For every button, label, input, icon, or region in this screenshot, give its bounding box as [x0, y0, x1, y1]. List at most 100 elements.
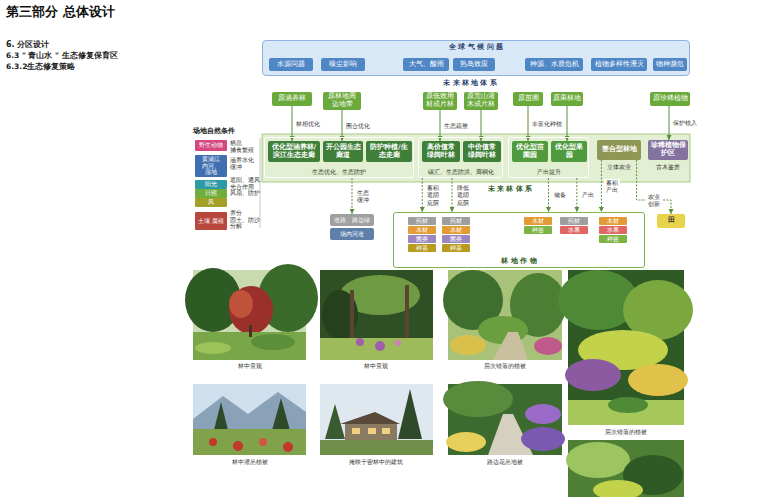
connector: [669, 106, 670, 140]
node-text: 道路、路边绿: [334, 216, 370, 223]
photo-part: [233, 441, 243, 451]
photo-part: [356, 338, 364, 346]
node-text: 药材: [416, 218, 428, 225]
site-condition-box: 黄浦江 内河、湿地: [195, 155, 227, 177]
node-text: 野生动物: [199, 142, 223, 149]
former-forest-box: 原果林地: [551, 92, 583, 106]
forest-type-box: 防护种植/生态走廊: [366, 141, 412, 162]
photo-part: [443, 381, 513, 417]
node-text: 菌类: [450, 236, 462, 243]
node-text: 原果林地: [553, 95, 581, 103]
photo-part: [209, 438, 217, 446]
node-text: 中价值常绿阔叶林: [465, 144, 499, 160]
section-heading: 6. 分区设计: [6, 40, 49, 50]
photo-caption: 林中景观: [364, 362, 388, 369]
crop-tag: 木材: [524, 217, 552, 225]
crop-tag: 菌类: [408, 235, 436, 243]
node-text: 优化型苗圃园: [514, 144, 546, 160]
connector-label: 储备: [552, 191, 568, 198]
node-text: 种基: [416, 245, 428, 252]
node-text: 田: [668, 217, 675, 225]
integrated-forest-box: 整合型林地: [597, 140, 641, 160]
photo-part: [608, 397, 648, 413]
problem-box: 噪尘影响: [321, 58, 365, 71]
crop-tag: 水果: [560, 226, 588, 234]
site-condition-box: 土壤 腐殖: [195, 212, 227, 230]
crop-tag: 种基: [408, 244, 436, 252]
photo-part: [350, 290, 354, 345]
forest-type-box: 优化型涵养林/滨江生态走廊: [268, 141, 320, 162]
photo-part: [259, 438, 267, 446]
annotation: 涵养水化 缓冲: [230, 157, 260, 170]
connector-label: 降低 遮阴 庇荫: [455, 184, 471, 206]
section-heading: 6.3.2生态修复策略: [6, 62, 75, 71]
former-forest-box: 原苗圃: [513, 92, 543, 106]
node-text: 原涵养林: [278, 95, 306, 103]
node-text: 原荒山灌木成片林: [466, 93, 496, 109]
problem-box: 大气、酸雨: [403, 58, 449, 71]
connector: [567, 106, 568, 141]
photo-part: [534, 337, 562, 355]
node-text: 物种濒危: [656, 61, 684, 69]
page-title: 第三部分 总体设计: [6, 4, 115, 20]
photo: [320, 384, 433, 455]
problem-panel: 全 球 气 候 问 题水源问题噪尘影响大气、酸雨热岛效应种源、水质危机植物多样性…: [262, 40, 690, 76]
annotation: 未 来 林 体 系: [488, 185, 533, 193]
annotation: 遮阳、通风 光合作用 风扇、防护: [230, 177, 260, 197]
node-text: 木材: [416, 227, 428, 234]
node-text: 林 地 作 物: [501, 257, 536, 265]
node-text: 菌类: [416, 236, 428, 243]
photo-caption: 层次错落的植被: [605, 428, 647, 435]
crop-tag: 菌类: [442, 235, 470, 243]
photo-part: [525, 404, 561, 424]
crop-tag: 种苗: [599, 235, 627, 243]
photo-part: [628, 364, 688, 396]
node-text: 药材: [450, 218, 462, 225]
connector-label: 保护植入: [672, 119, 698, 126]
site-condition-box: 阳光: [195, 180, 227, 189]
forest-type-box: 开公园生态廊道: [323, 141, 363, 162]
photo-part: [566, 442, 630, 478]
crop-tag: 木材: [408, 226, 436, 234]
photo: [193, 384, 306, 455]
connector: [548, 178, 549, 212]
photo-part: [193, 429, 306, 455]
connector-label: 丰富化种植: [531, 120, 563, 127]
node-text: 全 球 气 候 问 题: [449, 43, 503, 51]
node-text: 高价值常绿阔叶林: [424, 144, 458, 160]
node-text: 阳光: [205, 181, 217, 188]
photo-caption: 林中景观: [238, 362, 262, 369]
photo-part: [193, 392, 306, 429]
node-text: 大气、酸雨: [409, 61, 444, 69]
annotation: 未 来 林 地 体 系: [443, 80, 496, 88]
annotation: 养分 固土、防沙 分解: [230, 210, 260, 230]
former-forest-box: 原珍稀植物: [650, 92, 690, 106]
photo-part: [320, 384, 433, 455]
crop-tag: 药材: [442, 217, 470, 225]
node-text: 种源、水质危机: [530, 61, 579, 69]
connector-label: 生态缓冲: [355, 189, 371, 203]
photo-part: [271, 398, 291, 434]
node-text: 水果: [568, 227, 580, 234]
photo-part: [382, 428, 390, 434]
connector-label: 围合优化: [345, 122, 371, 129]
strategy-group: 生态优化、生态防护优化型涵养林/滨江生态走廊开公园生态廊道防护种植/生态走廊: [264, 137, 414, 178]
garden-type-box: 优化型果园: [551, 141, 587, 162]
photo-part: [320, 270, 433, 360]
photo-part: [450, 335, 486, 355]
node-text: 噪尘影响: [329, 61, 357, 69]
node-text: 场内河道: [340, 230, 364, 237]
site-condition-box: 日照: [195, 189, 227, 198]
photo-part: [375, 341, 385, 351]
photo-part: [521, 427, 565, 451]
node-text: 原低效用材成片林: [425, 93, 455, 109]
strategy-group: 产出提升优化型苗圃园优化型果园: [508, 137, 589, 178]
connector: [352, 178, 353, 214]
crop-tag: 水果: [599, 226, 627, 234]
garden-type-box: 优化型苗圃园: [512, 141, 548, 162]
connector-label: 产出: [580, 191, 596, 198]
connector: [452, 178, 453, 212]
annotation: 栖息 捕食繁殖: [230, 140, 260, 153]
photo-part: [193, 384, 306, 455]
connector-label: 农业创新: [646, 193, 662, 207]
